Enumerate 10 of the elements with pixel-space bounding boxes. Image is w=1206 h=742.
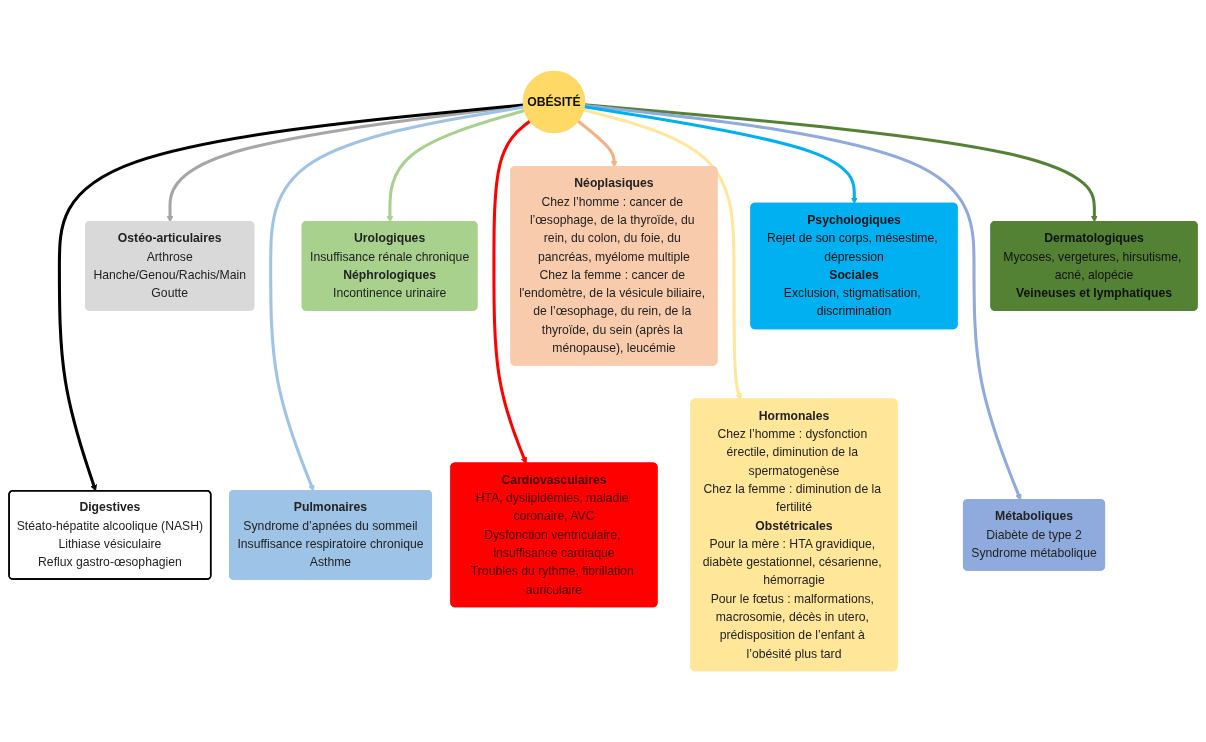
arrow: [576, 119, 618, 168]
arrow: [583, 105, 858, 205]
arrow: [583, 108, 742, 400]
arrow: [57, 103, 524, 492]
node-circle: OBÉSITÉ: [522, 70, 586, 134]
arrow: [269, 105, 525, 492]
arrow: [584, 103, 1098, 223]
arrow: [584, 103, 1022, 501]
arrow: [492, 119, 531, 464]
arrow: [386, 109, 525, 223]
